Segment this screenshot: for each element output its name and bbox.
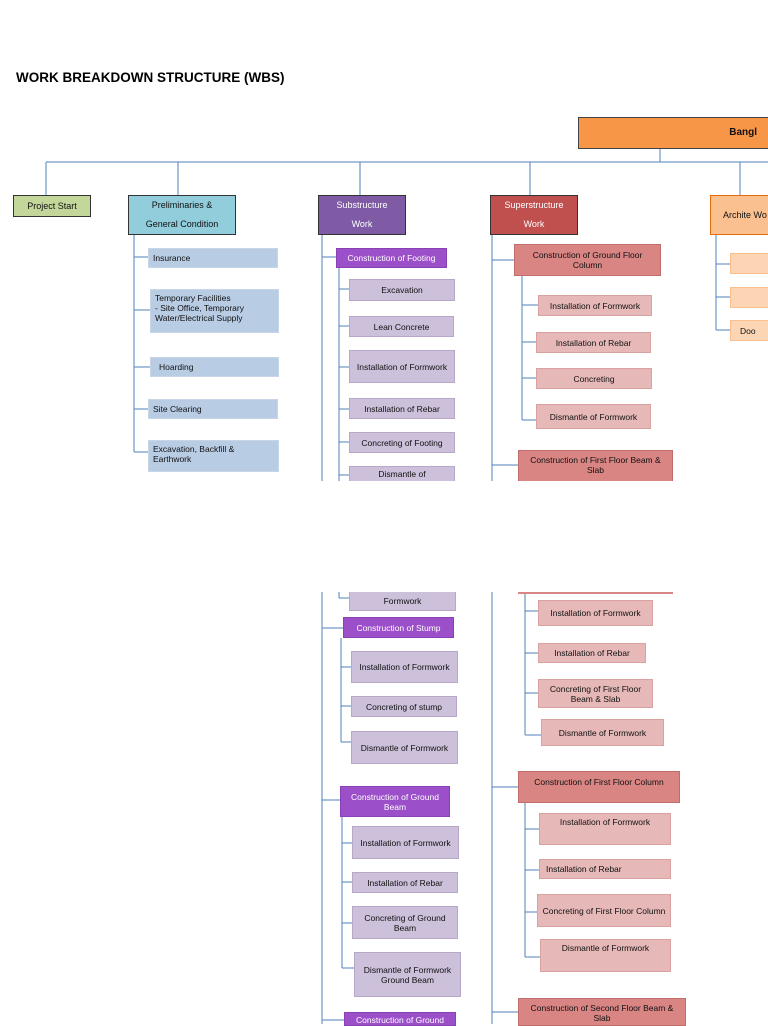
super-formwork-2: Installation of Formwork bbox=[538, 600, 653, 626]
sub-formwork-2: Installation of Formwork bbox=[351, 651, 458, 683]
sub-dismantle-top: Dismantle of bbox=[349, 466, 455, 481]
sub-dismantle-3: Dismantle of Formwork Ground Beam bbox=[354, 952, 461, 997]
prelim-site-clearing: Site Clearing bbox=[148, 399, 278, 419]
category-project-start: Project Start bbox=[13, 195, 91, 217]
arch-item-3: Doo bbox=[730, 320, 768, 341]
sub-formwork-1: Installation of Formwork bbox=[349, 350, 455, 383]
super-dismantle-2: Dismantle of Formwork bbox=[541, 719, 664, 746]
super-concreting-1: Concreting bbox=[536, 368, 652, 389]
sub-group-ground-beam: Construction of Ground Beam bbox=[340, 786, 450, 817]
sub-group-footing: Construction of Footing bbox=[336, 248, 447, 268]
category-preliminaries: Preliminaries & General Condition bbox=[128, 195, 236, 235]
prelim-insurance: Insurance bbox=[148, 248, 278, 268]
sub-rebar-1: Installation of Rebar bbox=[349, 398, 455, 419]
super-dismantle-3: Dismantle of Formwork bbox=[540, 939, 671, 972]
category-architectural: Archite Wo bbox=[710, 195, 768, 235]
arch-item-2 bbox=[730, 287, 768, 308]
page-title: WORK BREAKDOWN STRUCTURE (WBS) bbox=[16, 70, 285, 85]
sub-formwork-3: Installation of Formwork bbox=[352, 826, 459, 859]
super-concreting-3: Concreting of First Floor Column bbox=[537, 894, 671, 927]
super-group-gf-column: Construction of Ground Floor Column bbox=[514, 244, 661, 276]
sub-group-stump: Construction of Stump bbox=[343, 617, 454, 638]
sub-concreting-stump: Concreting of stump bbox=[351, 696, 457, 717]
prelim-hoarding: Hoarding bbox=[150, 357, 279, 377]
sub-concreting-ground-beam: Concreting of Ground Beam bbox=[352, 906, 458, 939]
category-superstructure: Superstructure Work bbox=[490, 195, 578, 235]
prelim-temporary-facilities: Temporary Facilities - Site Office, Temp… bbox=[150, 289, 279, 333]
root-node: Bangl bbox=[578, 117, 768, 149]
super-group-ff-beam-bottom-edge bbox=[518, 592, 673, 594]
super-group-sf-beam: Construction of Second Floor Beam & Slab bbox=[518, 998, 686, 1026]
arch-item-1 bbox=[730, 253, 768, 274]
super-group-ff-beam: Construction of First Floor Beam & Slab bbox=[518, 450, 673, 481]
category-substructure: Substructure Work bbox=[318, 195, 406, 235]
super-concreting-2: Concreting of First Floor Beam & Slab bbox=[538, 679, 653, 708]
super-rebar-2: Installation of Rebar bbox=[538, 643, 646, 663]
sub-excavation: Excavation bbox=[349, 279, 455, 301]
sub-dismantle-2: Dismantle of Formwork bbox=[351, 731, 458, 764]
super-formwork-1: Installation of Formwork bbox=[538, 295, 652, 316]
root-label: Bangl bbox=[729, 127, 757, 138]
sub-lean-concrete: Lean Concrete bbox=[349, 316, 454, 337]
prelim-excavation: Excavation, Backfill & Earthwork bbox=[148, 440, 279, 472]
sub-dismantle-bottom: Formwork bbox=[349, 592, 456, 611]
super-rebar-1: Installation of Rebar bbox=[536, 332, 651, 353]
super-rebar-3: Installation of Rebar bbox=[539, 859, 671, 879]
super-formwork-3: Installation of Formwork bbox=[539, 813, 671, 845]
super-dismantle-1: Dismantle of Formwork bbox=[536, 404, 651, 429]
sub-rebar-3: Installation of Rebar bbox=[352, 872, 458, 893]
super-group-ff-column: Construction of First Floor Column bbox=[518, 771, 680, 803]
sub-concreting-footing: Concreting of Footing bbox=[349, 432, 455, 453]
